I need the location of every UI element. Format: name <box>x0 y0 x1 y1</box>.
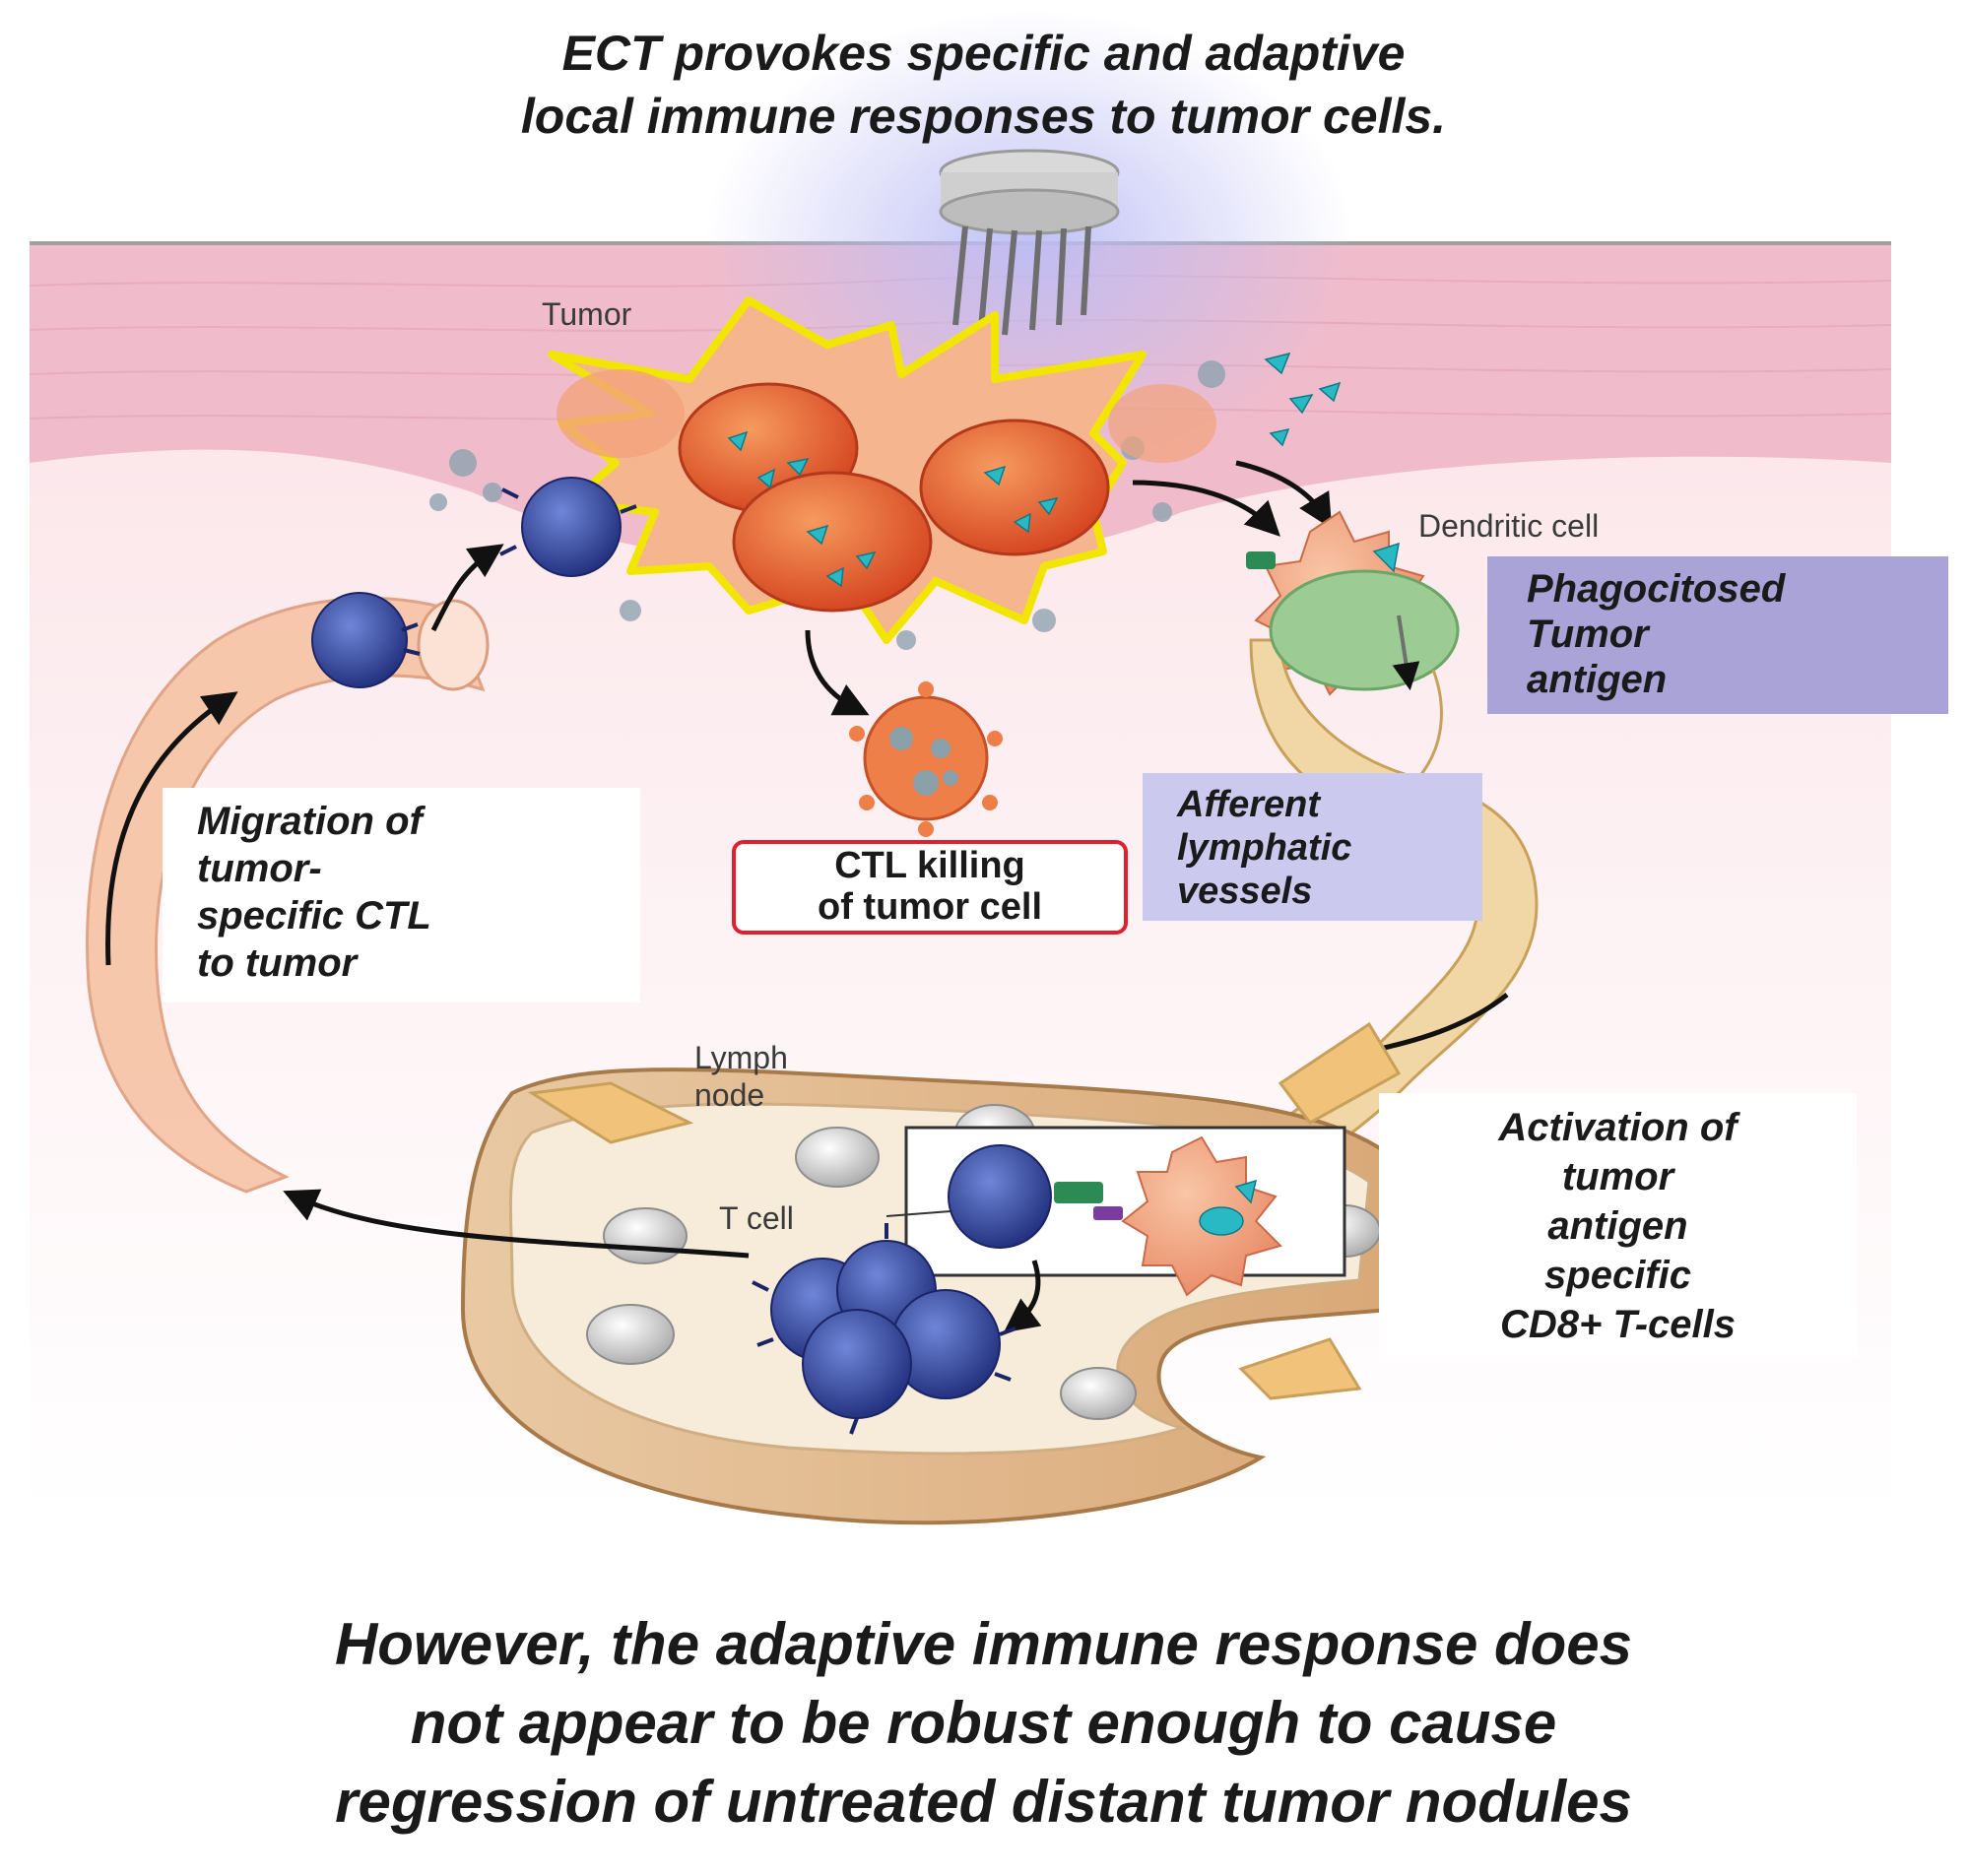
dendritic-cell-label: Dendritic cell <box>1418 508 1600 544</box>
diagram-footer: However, the adaptive immune response do… <box>0 1605 1967 1842</box>
afferent-line-1: Afferent <box>1177 784 1320 825</box>
phagocitosed-label: Phagocitosed Tumor antigen <box>1527 566 1785 702</box>
lymph-node-label-line-1: Lymph <box>694 1040 788 1075</box>
t-cell-label: T cell <box>719 1200 794 1236</box>
activation-line-1: Activation of <box>1498 1106 1738 1149</box>
title-line-2: local immune responses to tumor cells. <box>520 89 1447 144</box>
migration-label: Migration of tumor- specific CTL to tumo… <box>197 798 431 987</box>
ctl-killing-line-1: CTL killing <box>834 845 1025 886</box>
footer-line-3: regression of untreated distant tumor no… <box>335 1769 1632 1835</box>
ctl-cell-vessel <box>311 592 421 688</box>
footer-line-1: However, the adaptive immune response do… <box>334 1611 1633 1677</box>
return-arrow <box>283 1189 750 1259</box>
phagocitosed-line-3: antigen <box>1527 658 1668 701</box>
phagocitosed-line-1: Phagocitosed <box>1527 567 1786 611</box>
activation-line-2: tumor <box>1561 1155 1674 1198</box>
proliferating-t-cells <box>752 1223 1016 1435</box>
footer-line-2: not appear to be robust enough to cause <box>410 1690 1557 1756</box>
ctl-killing-line-2: of tumor cell <box>817 886 1043 928</box>
activation-inset <box>885 1126 1346 1333</box>
electrode-icon <box>939 149 1120 341</box>
activation-box <box>1379 1093 1857 1359</box>
killed-tumor-cell <box>849 681 1003 837</box>
tumor-debris <box>429 360 1225 650</box>
tumor-cells <box>557 369 1216 613</box>
migration-line-4: to tumor <box>197 941 358 985</box>
afferent-line-3: vessels <box>1177 871 1313 912</box>
diagram-title: ECT provokes specific and adaptive local… <box>0 22 1967 148</box>
migration-line-2: tumor- <box>197 847 322 890</box>
lymph-node-label: Lymph node <box>694 1039 788 1114</box>
lymph-node-label-line-2: node <box>694 1077 765 1113</box>
antigen-fragments <box>727 352 1342 588</box>
blood-vessel <box>86 544 504 1194</box>
migration-line-3: specific CTL <box>197 894 431 938</box>
migration-box <box>163 788 640 1003</box>
activation-line-5: CD8+ T-cells <box>1499 1303 1736 1346</box>
tumor-arrows <box>805 460 1333 716</box>
phagocitosed-box <box>1487 556 1948 714</box>
activation-line-3: antigen <box>1547 1204 1688 1248</box>
title-line-1: ECT provokes specific and adaptive <box>561 26 1406 81</box>
migration-line-1: Migration of <box>197 800 423 843</box>
afferent-box <box>1143 773 1482 921</box>
afferent-line-2: lymphatic <box>1177 827 1352 869</box>
ctl-killing-box <box>732 840 1128 935</box>
tumor-label: Tumor <box>542 296 632 332</box>
phagocitosed-line-2: Tumor <box>1527 613 1649 656</box>
activation-label: Activation of tumor antigen specific CD8… <box>1379 1103 1857 1349</box>
afferent-label: Afferent lymphatic vessels <box>1177 783 1351 913</box>
ctl-cell-tumor <box>499 477 637 577</box>
ctl-killing-label: CTL killing of tumor cell <box>734 845 1126 928</box>
activation-line-4: specific <box>1544 1254 1691 1297</box>
